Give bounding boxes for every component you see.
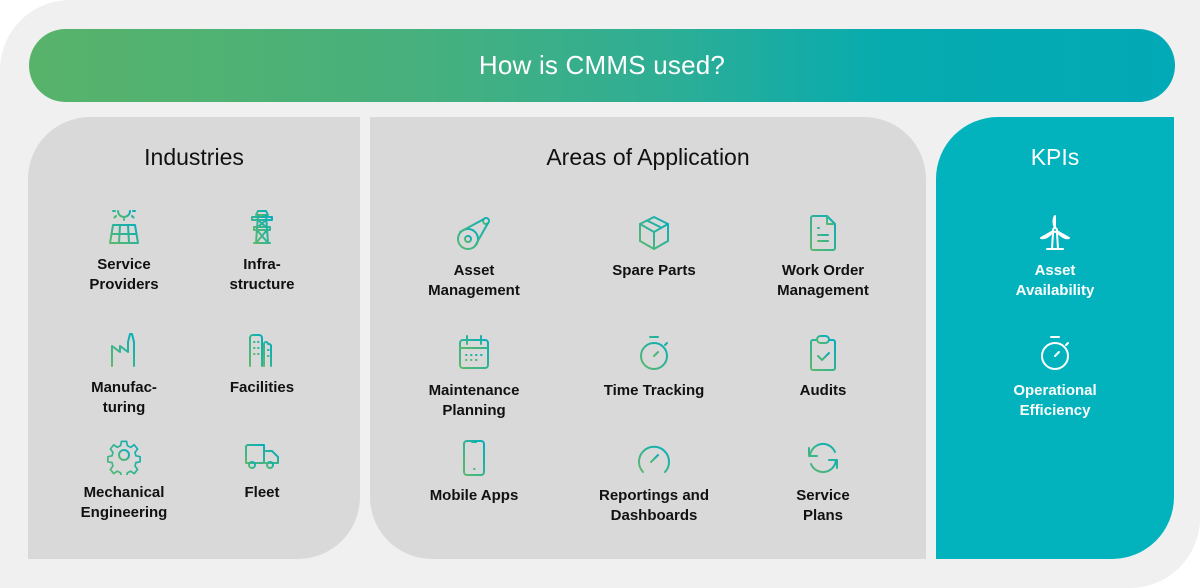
area-item: Maintenance Planning xyxy=(394,333,554,421)
area-label: Maintenance Planning xyxy=(428,382,520,419)
industry-item: Infra- structure xyxy=(182,207,342,295)
stopwatch-icon xyxy=(640,336,668,370)
area-item: Mobile Apps xyxy=(394,438,554,506)
area-item: Audits xyxy=(743,333,903,401)
areas-title: Areas of Application xyxy=(546,144,750,170)
area-label: Spare Parts xyxy=(612,262,696,279)
area-item: Spare Parts xyxy=(574,213,734,281)
area-label: Audits xyxy=(799,382,847,399)
industry-label: Service Providers xyxy=(89,256,159,293)
refresh-icon xyxy=(808,442,838,474)
box-icon xyxy=(639,216,669,250)
area-item: Service Plans xyxy=(743,438,903,526)
industry-item: Fleet xyxy=(182,435,342,503)
solar-panel-icon xyxy=(109,210,139,244)
title-banner: How is CMMS used? xyxy=(29,29,1175,102)
industry-item: Service Providers xyxy=(44,207,204,295)
belt-pulley-icon xyxy=(457,217,490,250)
wind-turbine-icon xyxy=(1040,215,1070,250)
kpi-label: Operational Efficiency xyxy=(1013,382,1097,419)
stopwatch-icon xyxy=(1041,336,1069,370)
area-item: Reportings and Dashboards xyxy=(574,438,734,526)
industry-label: Manufac- turing xyxy=(91,379,157,416)
industry-item: Facilities xyxy=(182,330,342,398)
area-label: Time Tracking xyxy=(603,382,705,399)
smartphone-icon xyxy=(463,440,485,476)
factory-icon xyxy=(107,333,141,367)
kpis-title: KPIs xyxy=(1030,144,1080,170)
industry-label: Fleet xyxy=(244,484,280,501)
area-label: Service Plans xyxy=(796,487,850,524)
industries-title: Industries xyxy=(144,144,244,170)
kpis-panel: KPIs Asset Availability Operational Effi… xyxy=(936,117,1174,559)
buildings-icon xyxy=(246,334,278,367)
clipboard-check-icon xyxy=(810,335,836,371)
gauge-icon xyxy=(638,445,670,473)
industry-label: Facilities xyxy=(229,379,295,396)
industry-item: Mechanical Engineering xyxy=(44,435,204,523)
kpi-item: Asset Availability xyxy=(975,213,1135,301)
power-pylon-icon xyxy=(251,210,273,244)
area-item: Asset Management xyxy=(394,213,554,301)
area-label: Asset Management xyxy=(428,262,520,299)
area-item: Work Order Management xyxy=(743,213,903,301)
area-item: Time Tracking xyxy=(574,333,734,401)
area-label: Work Order Management xyxy=(777,262,869,299)
diagram-title: How is CMMS used? xyxy=(478,50,726,80)
industry-label: Infra- structure xyxy=(229,256,295,293)
area-label: Reportings and Dashboards xyxy=(598,487,709,524)
gear-icon xyxy=(106,440,141,475)
kpi-item: Operational Efficiency xyxy=(975,333,1135,421)
area-label: Mobile Apps xyxy=(429,487,519,504)
industry-item: Manufac- turing xyxy=(44,330,204,418)
calendar-icon xyxy=(459,335,489,369)
document-icon xyxy=(810,215,836,251)
truck-icon xyxy=(245,444,279,469)
industries-panel: Industries Service Providers Infra- stru… xyxy=(28,117,360,559)
industry-label: Mechanical Engineering xyxy=(80,484,168,521)
kpi-label: Asset Availability xyxy=(1015,262,1095,299)
areas-panel: Areas of Application Asset Management Sp… xyxy=(370,117,926,559)
